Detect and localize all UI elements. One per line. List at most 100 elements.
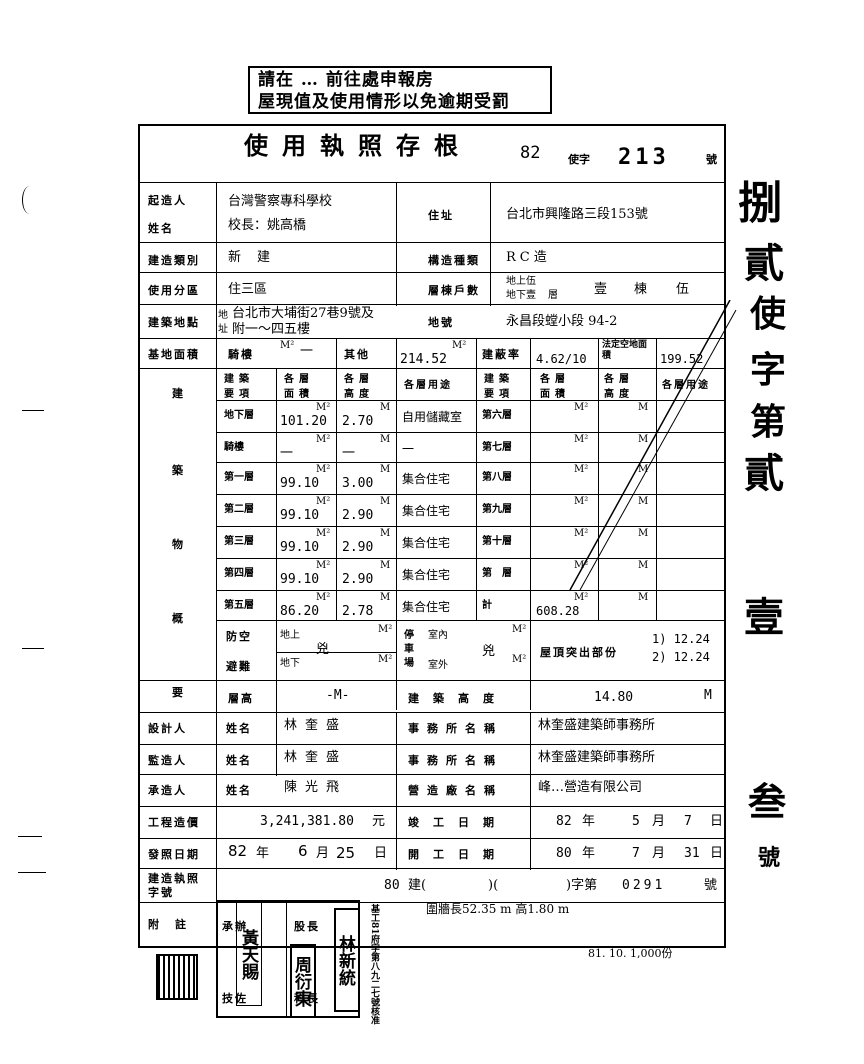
build-permit-number: 0291 (622, 878, 666, 893)
signature-name-2: 周衍東 (290, 944, 316, 1018)
row-floor-label-2: 第六層 (482, 410, 512, 421)
row-area-unit: M² (316, 528, 331, 539)
row-area-unit: M² (316, 560, 331, 571)
row-area-unit-2: M² (574, 402, 589, 413)
other-area-value: 214.52 (400, 352, 447, 367)
sign-cell-1: 承辦 (222, 920, 248, 933)
building-height-value: 14.80 (594, 690, 634, 705)
coverage-label: 建蔽率 (482, 348, 521, 361)
parking-value: 兇 (482, 644, 496, 659)
issue-day: 25 (336, 844, 356, 862)
row-height-unit-2: M (638, 402, 649, 413)
row-area-value: 101.20 (280, 414, 327, 429)
start-nian: 年 (582, 846, 596, 861)
row-height-unit-2: M (638, 434, 649, 445)
build-permit-label-2: 字號 (148, 886, 174, 899)
row-area-value: 99.10 (280, 540, 320, 555)
builder-value-2: 校長：姚高橋 (228, 218, 307, 233)
build-permit-year: 80 (384, 878, 400, 893)
open-space-label: 法定空地面積 (602, 340, 648, 361)
parking-unit-2: M² (512, 654, 527, 665)
row-floor-label: 第一層 (224, 472, 254, 483)
site-value-2: 附一～四五樓 (232, 322, 311, 337)
issue-date-label: 發照日期 (148, 848, 200, 861)
completion-year: 82 (556, 814, 572, 829)
shelter-label-2: 避難 (226, 660, 252, 673)
edge-mark (18, 836, 42, 837)
arcade-unit: M² (280, 340, 295, 351)
dong-unit: 棟 (634, 282, 648, 297)
row-height-value: 2.78 (342, 604, 374, 619)
row-floor-label-2: 計 (482, 600, 492, 611)
row-total-value: 608.28 (536, 604, 580, 618)
build-permit-jian: 建( (408, 878, 427, 893)
designer-office: 林奎盛建築師事務所 (538, 718, 656, 733)
row-height-unit: M (380, 496, 391, 507)
land-number-label: 地號 (428, 316, 454, 329)
row-area-unit: M² (316, 464, 331, 475)
build-permit-paren: )( (488, 878, 499, 893)
row-height-unit: M (380, 528, 391, 539)
arcade-label: 騎樓 (228, 348, 254, 361)
row-area-value: 一 (280, 446, 294, 461)
sign-cell-2: 技佐 (222, 992, 248, 1005)
row-floor-label-2: 第九層 (482, 504, 512, 515)
row-use-value: 一 (402, 442, 415, 456)
shelter-value: 兇 (316, 642, 330, 657)
shelter-unit-2: M² (378, 654, 393, 665)
parking-label-1: 停 (404, 630, 414, 641)
row-height-value: 2.90 (342, 508, 374, 523)
contractor-office-label: 營造廠名稱 (408, 784, 503, 797)
row-height-unit: M (380, 560, 391, 571)
permit-hao: 號 (706, 153, 717, 166)
stamp-line-2: 屋現值及使用情形以免逾期受罰 (258, 92, 510, 112)
side-char-2: 貳 (744, 240, 784, 287)
col-header-item-2: 建築要項 (484, 374, 514, 400)
other-area-unit: M² (452, 340, 467, 351)
edge-mark (22, 410, 44, 411)
parking-outdoor: 室外 (428, 660, 448, 671)
floors-label: 層棟戶數 (428, 284, 480, 297)
supervisor-name-label: 姓名 (226, 754, 252, 767)
issue-ri: 日 (374, 846, 388, 861)
start-ri: 日 (710, 846, 724, 861)
supervisor-office-label: 事務所名稱 (408, 754, 503, 767)
row-area-value: 99.10 (280, 508, 320, 523)
signature-name-3: 林新統 (334, 908, 360, 1012)
remarks-label: 附註 (148, 918, 202, 931)
site-zhi: 址 (218, 324, 228, 335)
row-area-unit-2: M² (574, 560, 589, 571)
row-floor-label: 第三層 (224, 536, 254, 547)
stamp-line-1: 請在 … 前往處申報房 (258, 70, 434, 90)
completion-label: 竣工日期 (408, 816, 508, 829)
row-floor-label: 第二層 (224, 504, 254, 515)
issue-month: 6 (298, 842, 308, 860)
parking-unit-1: M² (512, 624, 527, 635)
other-area-label: 其他 (344, 348, 370, 361)
row-area-unit-2: M² (574, 434, 589, 445)
designer-label: 設計人 (148, 722, 187, 735)
structure-value: RC造 (506, 250, 551, 265)
roof-value-1: 1) 12.24 (652, 632, 710, 646)
row-height-unit-2: M (638, 464, 649, 475)
coverage-value: 4.62/10 (536, 352, 587, 366)
row-area-unit-2: M² (574, 496, 589, 507)
remarks-wall: 圍牆長52.35 m 高1.80 m (426, 902, 570, 916)
row-floor-label: 第四層 (224, 568, 254, 579)
build-permit-hao: 號 (704, 878, 718, 893)
col-header-height: 各層高度 (344, 374, 374, 400)
contractor-office: 峰…營造有限公司 (538, 780, 643, 795)
side-char-6: 貳 (744, 450, 784, 497)
diagonal-strike (569, 300, 737, 591)
col-header-item: 建築要項 (224, 374, 254, 400)
completion-ri: 日 (710, 814, 724, 829)
row-height-unit-2: M (638, 528, 649, 539)
shelter-unit-1: M² (378, 624, 393, 635)
cost-yuan: 元 (372, 814, 386, 829)
contractor-label: 承造人 (148, 784, 187, 797)
row-use-value: 集合住宅 (402, 472, 451, 486)
roof-label: 屋頂突出部份 (540, 646, 618, 659)
row-height-unit-2: M (638, 592, 649, 603)
designer-office-label: 事務所名稱 (408, 722, 503, 735)
cost-value: 3,241,381.80 (260, 814, 354, 829)
